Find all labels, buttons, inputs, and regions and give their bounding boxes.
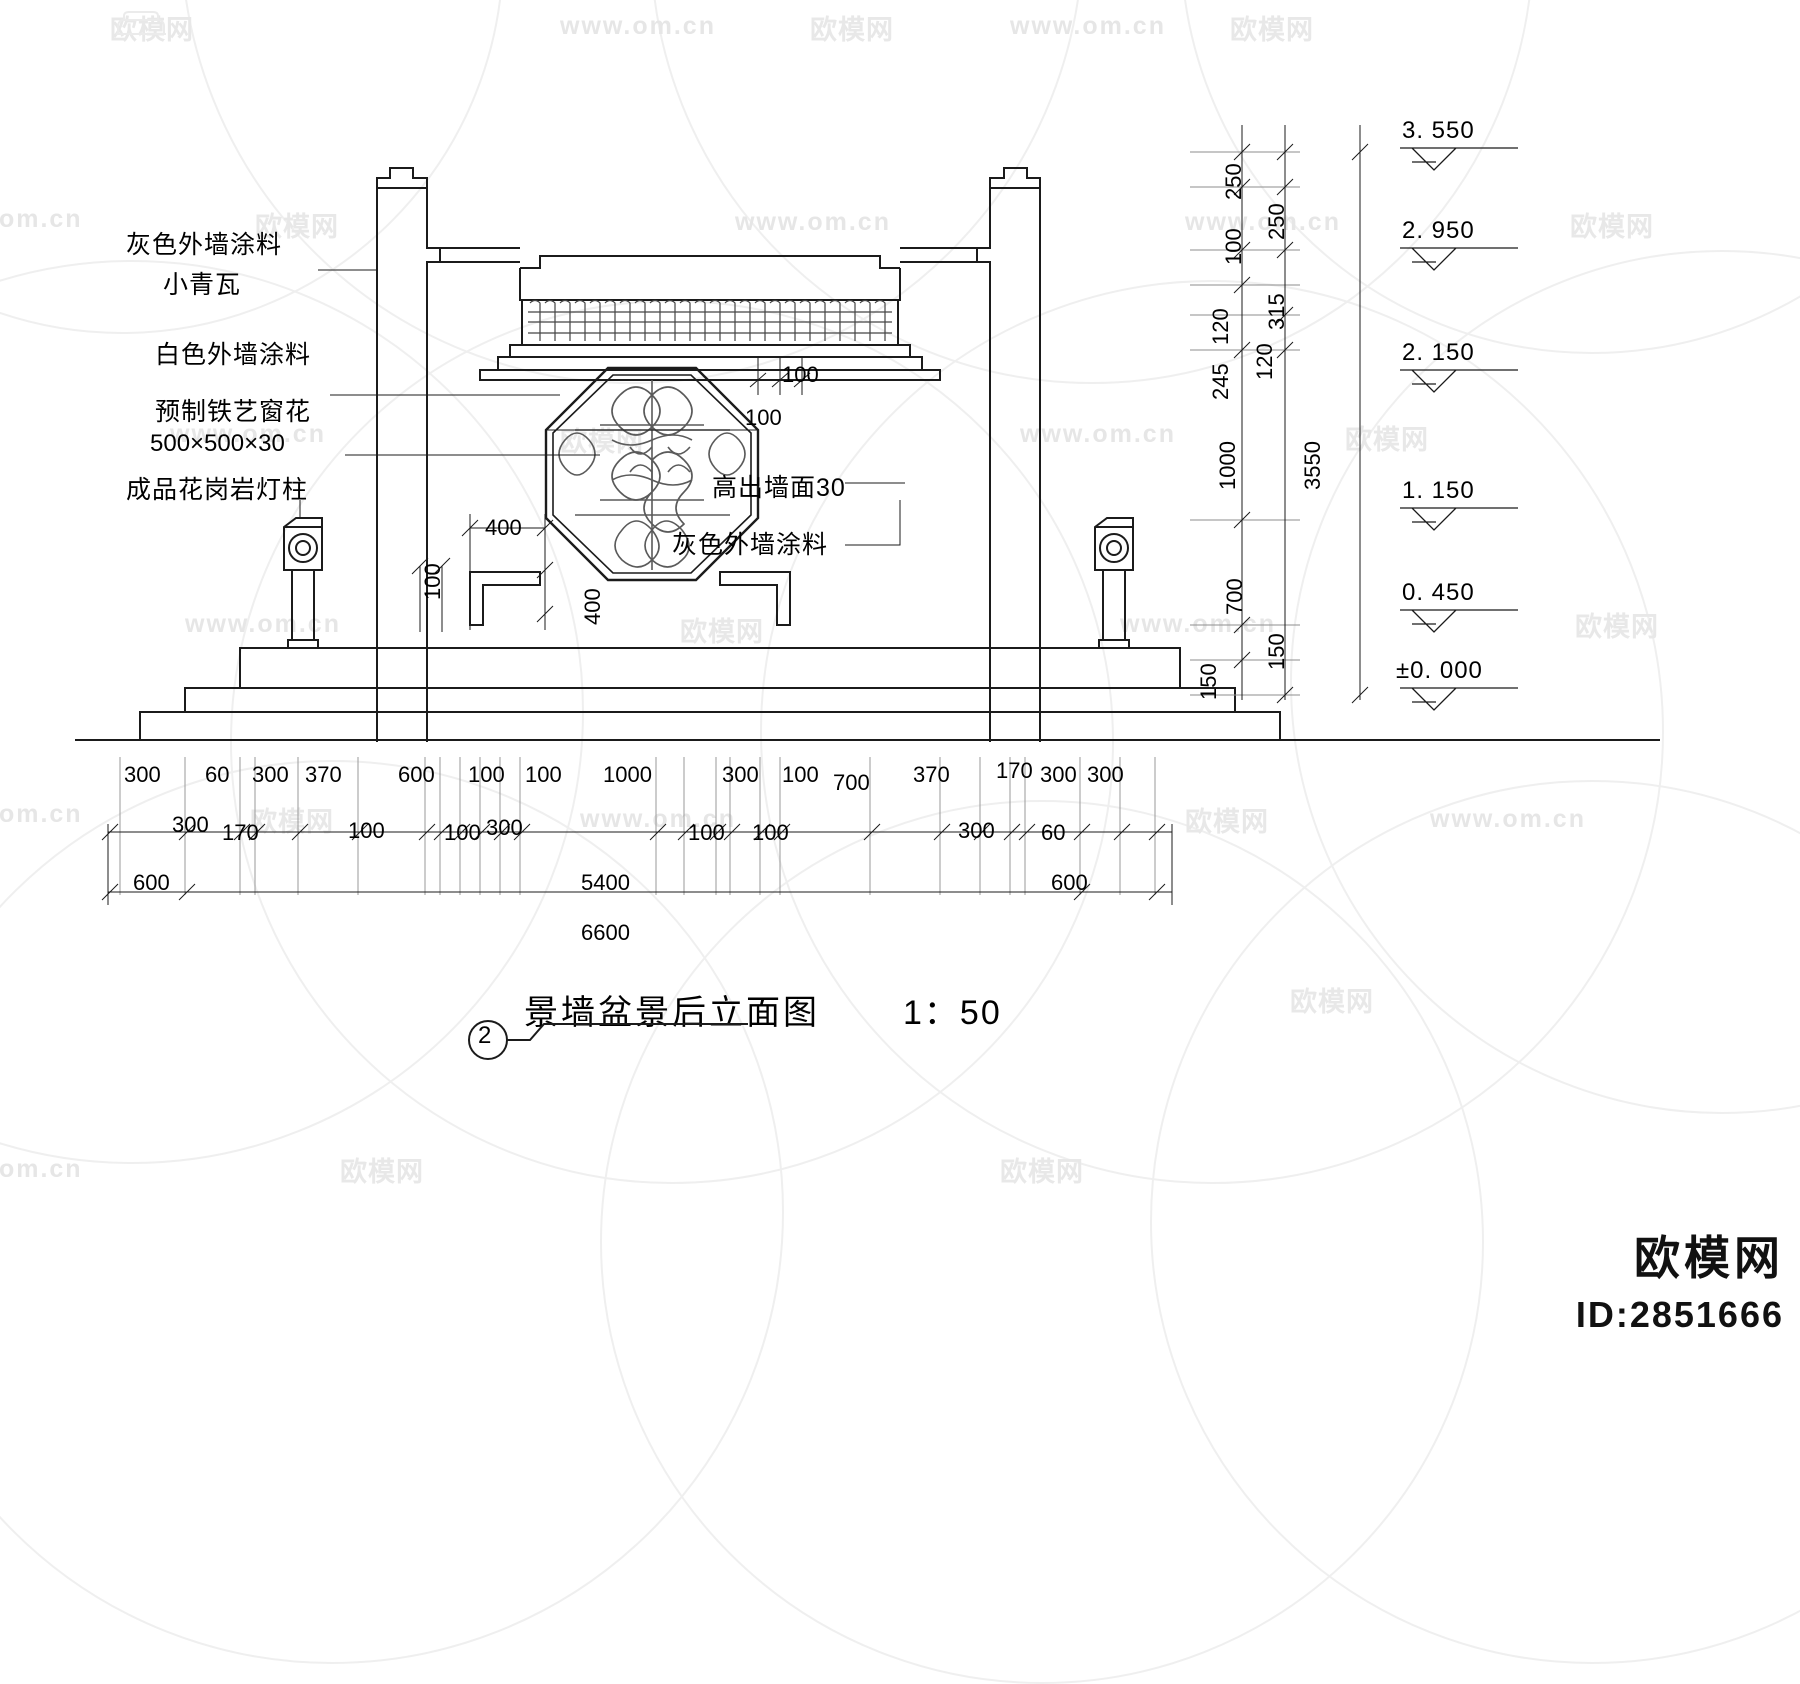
brand-name: 欧模网 [1634,1232,1784,1284]
vdim-outer-1: 315 [1264,293,1289,330]
right-shelf-detail [719,571,791,626]
hdim-lower-6: 100 [752,820,789,845]
vdim-outer-0: 250 [1264,203,1289,240]
hdim-upper-4: 600 [398,762,435,787]
annotation-proud-of-wall: 高出墙面30 [712,474,846,502]
hdim-upper-8: 300 [722,762,759,787]
annotation-gray-render-low: 灰色外墙涂料 [672,531,829,559]
hdim-upper-10: 700 [833,770,870,795]
hdim-lower-4: 300 [486,815,523,840]
detail-marker-number: 2 [478,1022,492,1049]
vdim-inner-4: 1000 [1215,441,1240,490]
hdim-overall-1: 5400 [581,870,630,895]
vdim-outer-3: 150 [1264,633,1289,670]
vertical-dimension-chains [1190,125,1369,704]
hdim-lower-7: 300 [958,818,995,843]
base-plinth [75,647,1660,741]
hdim-upper-2: 300 [252,762,289,787]
wall-body [426,380,991,742]
annotation-iron-window-size: 500×500×30 [150,430,285,457]
dim-shelf-width: 400 [485,515,522,540]
hdim-overall-0: 600 [133,870,170,895]
hdim-upper-9: 100 [782,762,819,787]
hdim-upper-5: 100 [468,762,505,787]
hdim-lower-0: 300 [172,812,209,837]
right-granite-lamp-post [1094,517,1134,649]
roof-tile-pattern [528,299,892,341]
hdim-upper-7: 1000 [603,762,652,787]
title-underline-and-marker [468,1020,748,1060]
horizontal-dimension-lines [101,823,1173,905]
brand-id: ID:2851666 [1575,1294,1784,1335]
hdim-lower-8: 60 [1041,820,1066,845]
shelf-dim-lines [411,514,554,632]
hdim-lower-1: 170 [222,820,259,845]
hdim-upper-11: 370 [913,762,950,787]
hdim-lower-5: 100 [688,820,725,845]
annotation-small-tile: 小青瓦 [163,271,242,299]
dim-window-offset-b: 100 [745,405,782,430]
elevation-marker-0000: ±0. 000 [1396,657,1483,684]
elevation-marker-0450: 0. 450 [1402,579,1475,606]
annotation-leaders [299,269,905,546]
vdim-inner-2: 120 [1208,308,1233,345]
dim-shelf-height: 400 [580,588,605,625]
annotation-white-render: 白色外墙涂料 [155,341,312,369]
drawing-scale: 1：50 [903,994,1002,1032]
annotation-iron-window: 预制铁艺窗花 [155,398,312,426]
elevation-marker-2950: 2. 950 [1402,217,1475,244]
window-offset-dims [749,357,811,395]
elevation-marker-1150: 1. 150 [1402,477,1475,504]
elevation-marker-2150: 2. 150 [1402,339,1475,366]
elevation-geometry [75,167,1660,742]
hdim-upper-13: 300 [1040,762,1077,787]
hdim-upper-0: 300 [124,762,161,787]
hdim-upper-6: 100 [525,762,562,787]
hdim-overall-2: 600 [1051,870,1088,895]
dim-shelf-thk: 100 [420,563,445,600]
vdim-inner-5: 700 [1222,578,1247,615]
annotation-gray-render-top: 灰色外墙涂料 [126,231,283,259]
vdim-inner-0: 250 [1221,163,1246,200]
hdim-upper-12: 170 [996,758,1033,783]
hdim-lower-3: 100 [444,820,481,845]
dim-window-offset-a: 100 [782,362,819,387]
hdim-upper-14: 300 [1087,762,1124,787]
hdim-total: 6600 [581,920,630,945]
drawing-title: 景墙盆景后立面图 [524,994,820,1032]
vdim-outer-2: 120 [1252,343,1277,380]
hdim-lower-2: 100 [348,818,385,843]
vdim-total: 3550 [1300,441,1325,490]
vdim-inner-3: 245 [1208,363,1233,400]
window-lattice-pattern [558,380,746,570]
elevation-level-symbols [1400,147,1518,711]
left-granite-lamp-post [283,517,323,649]
hdim-upper-1: 60 [205,762,230,787]
annotation-granite-lamp: 成品花岗岩灯柱 [126,476,309,504]
hdim-upper-3: 370 [305,762,342,787]
vdim-inner-6: 150 [1196,663,1221,700]
elevation-marker-3550: 3. 550 [1402,117,1475,144]
horizontal-dimension-extension-lines [119,757,1156,895]
brand-block: 欧模网 ID:2851666 [1576,1222,1784,1336]
vdim-inner-1: 100 [1221,228,1246,265]
octagonal-window [544,366,760,582]
eave-bands [479,344,941,381]
